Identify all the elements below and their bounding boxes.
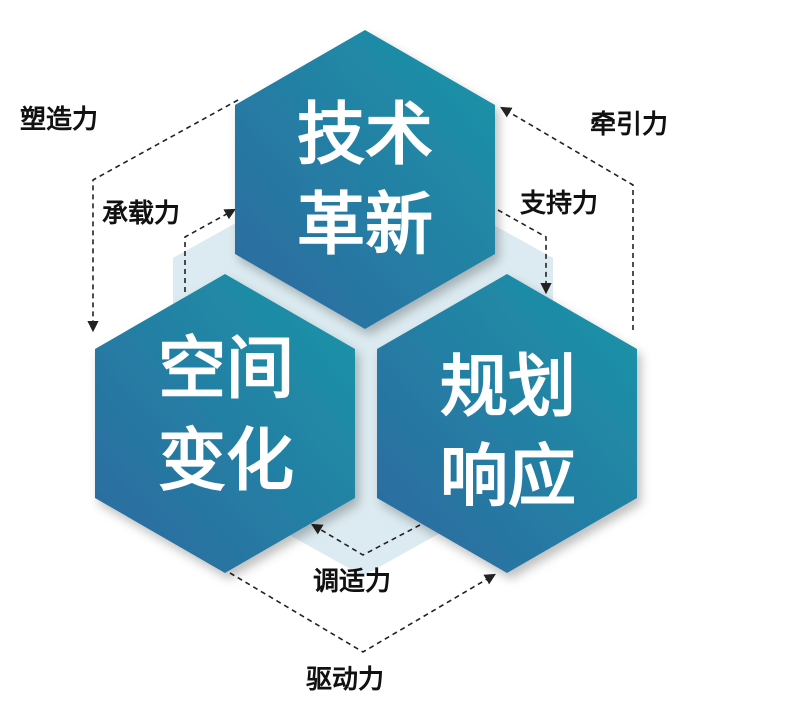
arrow-adjusting (311, 523, 421, 556)
hex-space-line2: 变化 (158, 422, 294, 501)
hex-space-line1: 空间 (158, 330, 294, 409)
label-adjusting: 调适力 (313, 567, 391, 597)
label-traction: 牵引力 (590, 110, 668, 140)
hexagon-planning-response (377, 274, 637, 573)
hex-planning-line2: 响应 (440, 438, 576, 517)
hexagon-tech-innovation (235, 30, 495, 329)
label-support: 支持力 (520, 189, 598, 219)
label-shaping: 塑造力 (20, 105, 98, 135)
hex-planning-line1: 规划 (440, 348, 576, 427)
arrow-bearing (184, 208, 236, 292)
arrow-traction (500, 106, 634, 330)
hex-tech-line2: 革新 (297, 186, 433, 265)
arrow-driving (229, 572, 496, 653)
arrow-support (497, 209, 552, 295)
label-bearing: 承载力 (102, 199, 180, 229)
hexagon-space-change (95, 274, 355, 573)
label-driving: 驱动力 (306, 665, 384, 695)
hex-tech-line1: 技术 (297, 96, 433, 175)
arrow-shaping (87, 99, 239, 333)
